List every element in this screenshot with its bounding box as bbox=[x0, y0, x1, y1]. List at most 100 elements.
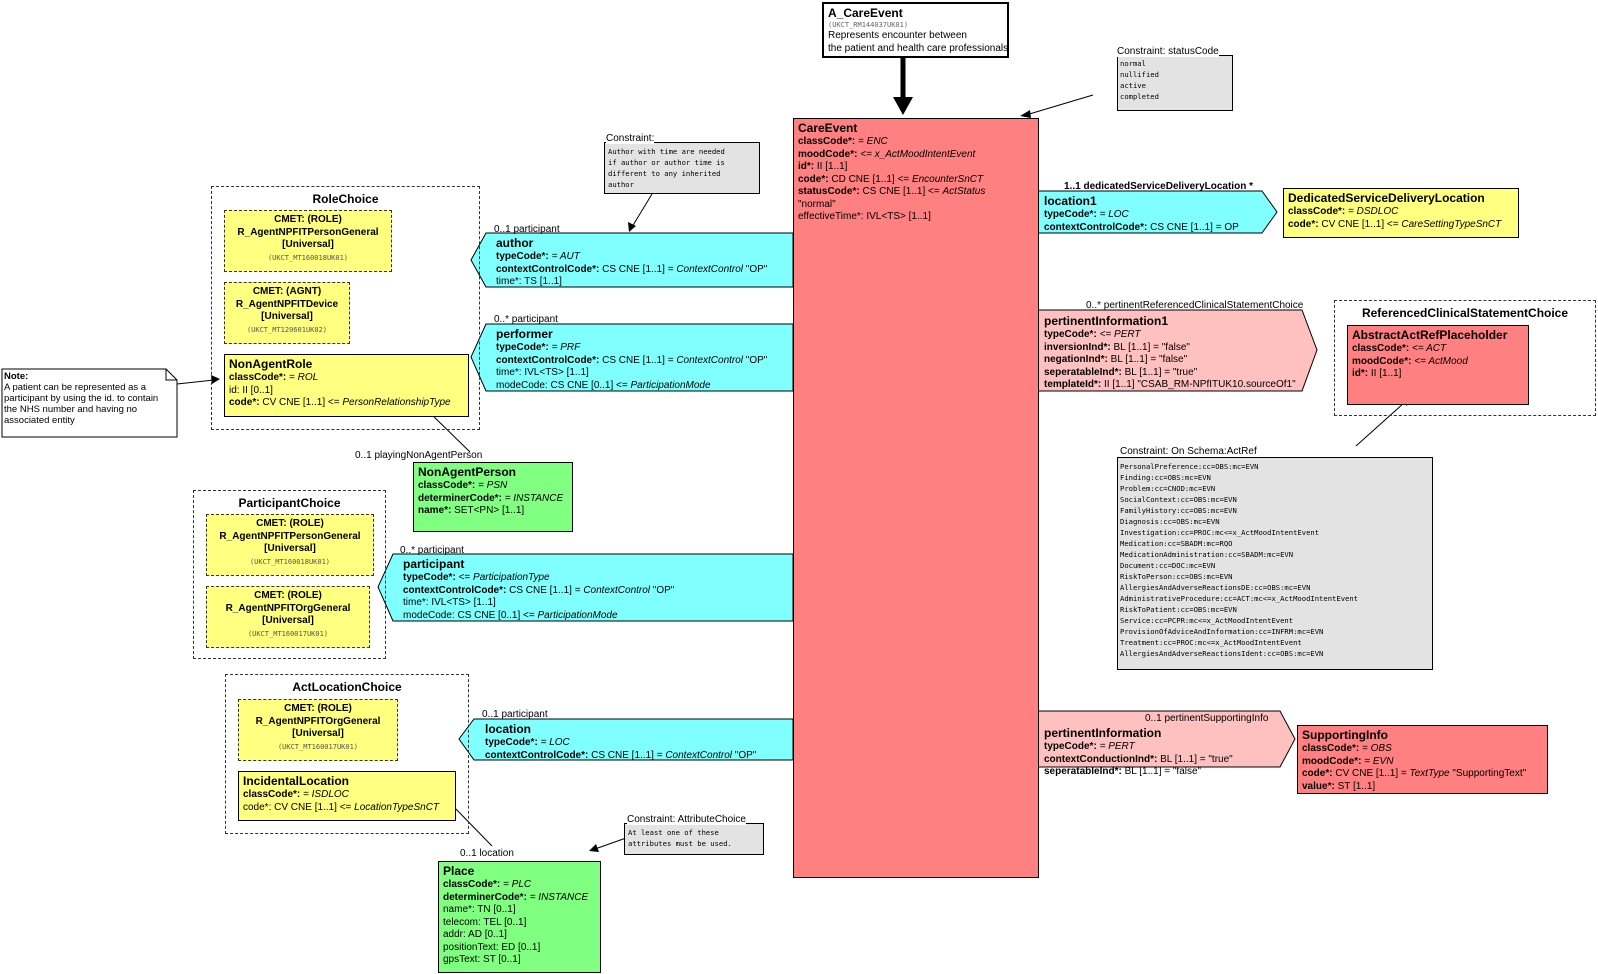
author-constraint-line: Author with time are needed bbox=[608, 147, 725, 156]
schema-constraint-line: ProvisionOfAdviceAndInformation:cc=INFRM… bbox=[1120, 627, 1324, 636]
abstract-act-ref-placeholder-class: AbstractActRefPlaceholder classCode*: <=… bbox=[1347, 325, 1529, 405]
place-attr: gpsText: ST [0..1] bbox=[443, 954, 521, 965]
cmet-flavor: [Universal] bbox=[292, 728, 344, 739]
non-agent-role-attr: id: II [0..1] bbox=[229, 384, 273, 396]
abstract-act-title: AbstractActRefPlaceholder bbox=[1352, 328, 1508, 342]
location-attr-name: contextControlCode*: bbox=[485, 749, 589, 761]
location1-title: location1 bbox=[1044, 194, 1097, 208]
author-constraint-line: if author or author time is bbox=[608, 158, 725, 167]
pertinent-information-attr-value: = PERT bbox=[1099, 741, 1135, 752]
role-choice-cmet-device: CMET: (AGNT) R_AgentNPFITDevice [Univers… bbox=[224, 282, 350, 344]
pertinent-information1-multiplicity: 0..* pertinentReferencedClinicalStatemen… bbox=[1086, 300, 1304, 311]
note-line: participant by using the id. to contain bbox=[4, 393, 159, 404]
cmet-name: R_AgentNPFITOrgGeneral bbox=[255, 715, 381, 727]
non-agent-person-multiplicity: 0..1 playingNonAgentPerson bbox=[355, 450, 483, 461]
participant-attr-name: typeCode*: bbox=[403, 572, 456, 583]
non-agent-role-class: NonAgentRole classCode*: = ROL id: II [0… bbox=[224, 354, 469, 417]
abstract-act-attr-value: <= ACT bbox=[1412, 343, 1447, 354]
author-attr-vocab: ContextControl bbox=[676, 263, 744, 275]
care-event-attr-default: "normal" bbox=[798, 198, 836, 210]
role-choice-group: RoleChoice bbox=[211, 186, 480, 430]
author-constraint-line: different to any inherited bbox=[608, 169, 721, 178]
care-event-attr-value: CS CNE [1..1] <= bbox=[862, 186, 943, 197]
location-title: location bbox=[485, 722, 532, 736]
pertinent-information1-attr-name: negationInd*: bbox=[1044, 354, 1108, 365]
schema-constraint-line: SocialContext:cc=OBS:mc=EVN bbox=[1120, 495, 1237, 504]
cmet-name: R_AgentNPFITPersonGeneral bbox=[237, 226, 379, 238]
care-event-attr-vocab: ActStatus bbox=[942, 186, 986, 197]
schema-constraint-line: MedicationAdministration:cc=SBADM:mc=EVN bbox=[1120, 550, 1294, 559]
pertinent-information1-association: pertinentInformation1 typeCode*: <= PERT… bbox=[1044, 314, 1296, 392]
abstract-act-attr-value: <= ActMood bbox=[1414, 355, 1468, 367]
note-line: associated entity bbox=[4, 415, 75, 426]
participant-attr-code: "OP" bbox=[650, 584, 675, 596]
act-location-choice-title: ActLocationChoice bbox=[292, 680, 402, 694]
dsdl-attr-name: classCode*: bbox=[1288, 206, 1346, 217]
location1-attr-value: CS CNE [1..1] = OP bbox=[1150, 221, 1239, 233]
care-event-attr-value: II [1..1] bbox=[816, 161, 848, 172]
status-code-value: normal bbox=[1120, 59, 1146, 68]
schema-constraint-line: RiskToPatient:cc=OBS:mc=EVN bbox=[1120, 605, 1237, 614]
schema-constraint-line: Problem:cc=CNOD:mc=EVN bbox=[1120, 484, 1216, 493]
abstract-act-attr-name: id*: bbox=[1352, 368, 1369, 379]
incidental-location-title: IncidentalLocation bbox=[243, 774, 350, 788]
cmet-name: R_AgentNPFITOrgGeneral bbox=[225, 602, 351, 614]
participant-attr: modeCode: CS CNE [0..1] <= bbox=[403, 609, 538, 621]
non-agent-role-attr-value: = ROL bbox=[289, 372, 319, 383]
pertinent-information1-attr-name: templateId*: bbox=[1044, 379, 1102, 390]
place-attr: positionText: ED [0..1] bbox=[443, 941, 541, 953]
schema-constraint-line: Treatment:cc=PROC:mc<=x_ActMoodIntentEve… bbox=[1120, 638, 1302, 647]
schema-constraint-line: FamilyHistory:cc=OBS:mc=EVN bbox=[1120, 506, 1237, 515]
cmet-flavor: [Universal] bbox=[282, 239, 334, 250]
non-agent-role-attr-vocab: PersonRelationshipType bbox=[342, 397, 451, 408]
patient-note: Note: A patient can be represented as a … bbox=[4, 371, 174, 426]
cmet-id: (UKCT_MT160017UK01) bbox=[247, 629, 329, 638]
entry-point-name: A_CareEvent bbox=[828, 6, 903, 20]
dsdl-attr-vocab: CareSettingTypeSnCT bbox=[1401, 218, 1502, 230]
author-attr-value: CS CNE [1..1] = bbox=[602, 263, 677, 275]
participant-choice-cmet-person: CMET: (ROLE) R_AgentNPFITPersonGeneral [… bbox=[206, 514, 374, 576]
incidental-location-attr-vocab: LocationTypeSnCT bbox=[354, 801, 440, 813]
incidental-location-class: IncidentalLocation classCode*: = ISDLOC … bbox=[238, 771, 456, 821]
act-location-choice-cmet-org: CMET: (ROLE) R_AgentNPFITOrgGeneral [Uni… bbox=[238, 699, 398, 761]
attribute-choice-constraint: At least one of these attributes must be… bbox=[624, 823, 764, 855]
participant-association: participant typeCode*: <= ParticipationT… bbox=[403, 557, 674, 622]
participant-attr-vocab: ParticipationType bbox=[473, 572, 550, 583]
place-attr: name*: TN [0..1] bbox=[443, 904, 516, 915]
incidental-location-attr-value: = ISDLOC bbox=[303, 789, 349, 800]
non-agent-role-title: NonAgentRole bbox=[229, 357, 313, 371]
non-agent-role-attr-value: CV CNE [1..1] <= bbox=[262, 397, 343, 408]
place-attr-value: = INSTANCE bbox=[529, 891, 589, 903]
supporting-info-attr-code: "SupportingText" bbox=[1449, 768, 1527, 779]
note-title: Note: bbox=[4, 371, 29, 382]
cmet-id: (UKCT_MT160018UK01) bbox=[249, 557, 331, 566]
role-choice-cmet-person: CMET: (ROLE) R_AgentNPFITPersonGeneral [… bbox=[224, 210, 392, 272]
place-class: Place classCode*: = PLC determinerCode*:… bbox=[438, 861, 601, 973]
schema-constraint-line: AdministrativeProcedure:cc=ACT:mc<=x_Act… bbox=[1120, 594, 1358, 603]
abstract-act-attr-name: moodCode*: bbox=[1352, 355, 1412, 367]
attribute-choice-line: attributes must be used. bbox=[628, 839, 732, 848]
care-event-attr-name: classCode*: bbox=[798, 136, 856, 147]
dsdl-attr-name: code*: bbox=[1288, 218, 1319, 230]
location-attr-value: = LOC bbox=[540, 737, 570, 748]
attribute-choice-title: Constraint: AttributeChoice bbox=[627, 814, 746, 825]
cmet-type: CMET: (ROLE) bbox=[254, 590, 322, 601]
status-code-value: active bbox=[1120, 81, 1146, 90]
supporting-info-class: SupportingInfo classCode*: = OBS moodCod… bbox=[1297, 725, 1548, 794]
participant-attr-vocab: ParticipationMode bbox=[537, 609, 618, 621]
performer-attr-vocab: ParticipationMode bbox=[630, 379, 711, 391]
location1-association: location1 typeCode*: = LOC contextContro… bbox=[1044, 194, 1239, 234]
note-line: A patient can be represented as a bbox=[4, 382, 147, 393]
pertinent-information-attr-value: BL [1..1] = "true" bbox=[1160, 753, 1233, 765]
supporting-info-attr-name: value*: bbox=[1302, 780, 1335, 792]
pertinent-information-attr-name: contextConductionInd*: bbox=[1044, 753, 1158, 765]
cmet-type: CMET: (ROLE) bbox=[284, 703, 352, 714]
participant-attr-vocab: ContextControl bbox=[583, 584, 651, 596]
non-agent-person-class: NonAgentPerson classCode*: = PSN determi… bbox=[413, 462, 573, 532]
care-event-attr-value: = ENC bbox=[858, 136, 888, 147]
author-attr-name: typeCode*: bbox=[496, 251, 549, 262]
pertinent-information1-attr-value: BL [1..1] = "false" bbox=[1110, 354, 1188, 365]
role-choice-title: RoleChoice bbox=[312, 192, 379, 206]
